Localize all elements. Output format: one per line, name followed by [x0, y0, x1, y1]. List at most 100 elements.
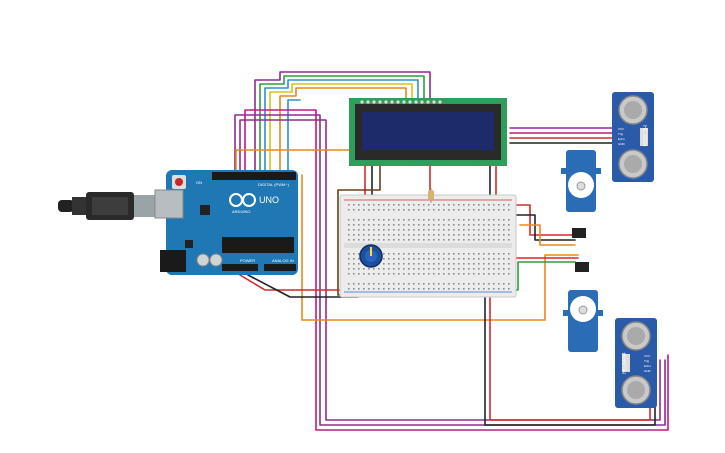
wire-us-top-trig	[234, 114, 666, 426]
breadboard-hole	[423, 283, 425, 285]
breadboard-hole	[363, 219, 365, 221]
breadboard-hole	[398, 258, 400, 260]
breadboard-hole	[373, 229, 375, 231]
breadboard-hole	[478, 219, 480, 221]
breadboard-hole	[468, 209, 470, 211]
breadboard-hole	[393, 253, 395, 255]
breadboard-hole	[508, 258, 510, 260]
breadboard-hole	[363, 268, 365, 270]
breadboard-hole	[378, 283, 380, 285]
breadboard-hole	[453, 288, 455, 290]
breadboard-hole	[348, 253, 350, 255]
breadboard-hole	[453, 239, 455, 241]
breadboard-hole	[473, 258, 475, 260]
breadboard-hole	[473, 263, 475, 265]
breadboard-hole	[428, 234, 430, 236]
breadboard-hole	[448, 283, 450, 285]
breadboard-hole	[433, 258, 435, 260]
breadboard-hole	[478, 239, 480, 241]
breadboard-hole	[498, 283, 500, 285]
breadboard-hole	[413, 234, 415, 236]
breadboard-hole	[453, 234, 455, 236]
breadboard-hole	[498, 204, 500, 206]
breadboard-hole	[488, 209, 490, 211]
breadboard-hole	[448, 224, 450, 226]
breadboard-hole	[353, 263, 355, 265]
breadboard-hole	[368, 273, 370, 275]
breadboard-hole	[458, 273, 460, 275]
breadboard-hole	[438, 229, 440, 231]
breadboard-hole	[503, 253, 505, 255]
breadboard-hole	[463, 239, 465, 241]
breadboard-hole	[423, 263, 425, 265]
breadboard-hole	[383, 268, 385, 270]
breadboard-hole	[348, 288, 350, 290]
breadboard-hole	[453, 263, 455, 265]
breadboard-hole	[498, 263, 500, 265]
breadboard-hole	[458, 263, 460, 265]
breadboard-hole	[443, 209, 445, 211]
arduino-chip-small	[200, 205, 210, 215]
breadboard-hole	[353, 204, 355, 206]
breadboard-hole	[443, 224, 445, 226]
breadboard-hole	[418, 234, 420, 236]
breadboard-hole	[428, 204, 430, 206]
breadboard-hole	[383, 219, 385, 221]
breadboard-hole	[478, 268, 480, 270]
breadboard-hole	[408, 263, 410, 265]
breadboard-hole	[468, 253, 470, 255]
wire-orange-lcd	[235, 149, 356, 171]
breadboard-hole	[493, 253, 495, 255]
breadboard-hole	[473, 253, 475, 255]
breadboard-hole	[488, 258, 490, 260]
breadboard-hole	[418, 258, 420, 260]
arduino-model-label: UNO	[259, 195, 279, 205]
breadboard-hole	[348, 268, 350, 270]
wire-arduino-gnd	[247, 274, 359, 298]
ultrasonic-bottom-pin-trig: Trig	[644, 359, 649, 363]
breadboard-hole	[448, 209, 450, 211]
breadboard-hole	[448, 234, 450, 236]
breadboard-hole	[483, 268, 485, 270]
breadboard-hole	[438, 258, 440, 260]
breadboard-hole	[348, 283, 350, 285]
breadboard-hole	[358, 283, 360, 285]
breadboard-hole	[503, 273, 505, 275]
breadboard-hole	[463, 283, 465, 285]
breadboard-hole	[353, 224, 355, 226]
breadboard-hole	[418, 224, 420, 226]
breadboard-hole	[493, 268, 495, 270]
breadboard-hole	[383, 239, 385, 241]
breadboard-hole	[408, 268, 410, 270]
breadboard-hole	[483, 229, 485, 231]
arduino-uno: UNO ARDUINO DIGITAL (PWM~) POWER ANALOG …	[154, 170, 298, 275]
breadboard-hole	[428, 288, 430, 290]
breadboard-hole	[503, 229, 505, 231]
breadboard-hole	[463, 224, 465, 226]
breadboard-hole	[363, 273, 365, 275]
breadboard-hole	[508, 263, 510, 265]
breadboard-hole	[408, 234, 410, 236]
breadboard-hole	[403, 283, 405, 285]
breadboard-hole	[393, 209, 395, 211]
breadboard-hole	[418, 219, 420, 221]
breadboard-hole	[508, 283, 510, 285]
breadboard-hole	[393, 268, 395, 270]
arduino-dc-jack	[160, 250, 186, 272]
breadboard-hole	[408, 204, 410, 206]
breadboard-hole	[498, 268, 500, 270]
breadboard-hole	[483, 288, 485, 290]
breadboard-hole	[393, 258, 395, 260]
breadboard-hole	[503, 209, 505, 211]
breadboard-hole	[503, 268, 505, 270]
breadboard-hole	[418, 283, 420, 285]
breadboard-hole	[438, 219, 440, 221]
breadboard-hole	[393, 234, 395, 236]
breadboard-hole	[458, 224, 460, 226]
breadboard-hole	[473, 268, 475, 270]
breadboard-hole	[488, 273, 490, 275]
lcd-display	[349, 98, 507, 166]
breadboard-hole	[428, 268, 430, 270]
breadboard-hole	[438, 288, 440, 290]
breadboard-hole	[383, 229, 385, 231]
